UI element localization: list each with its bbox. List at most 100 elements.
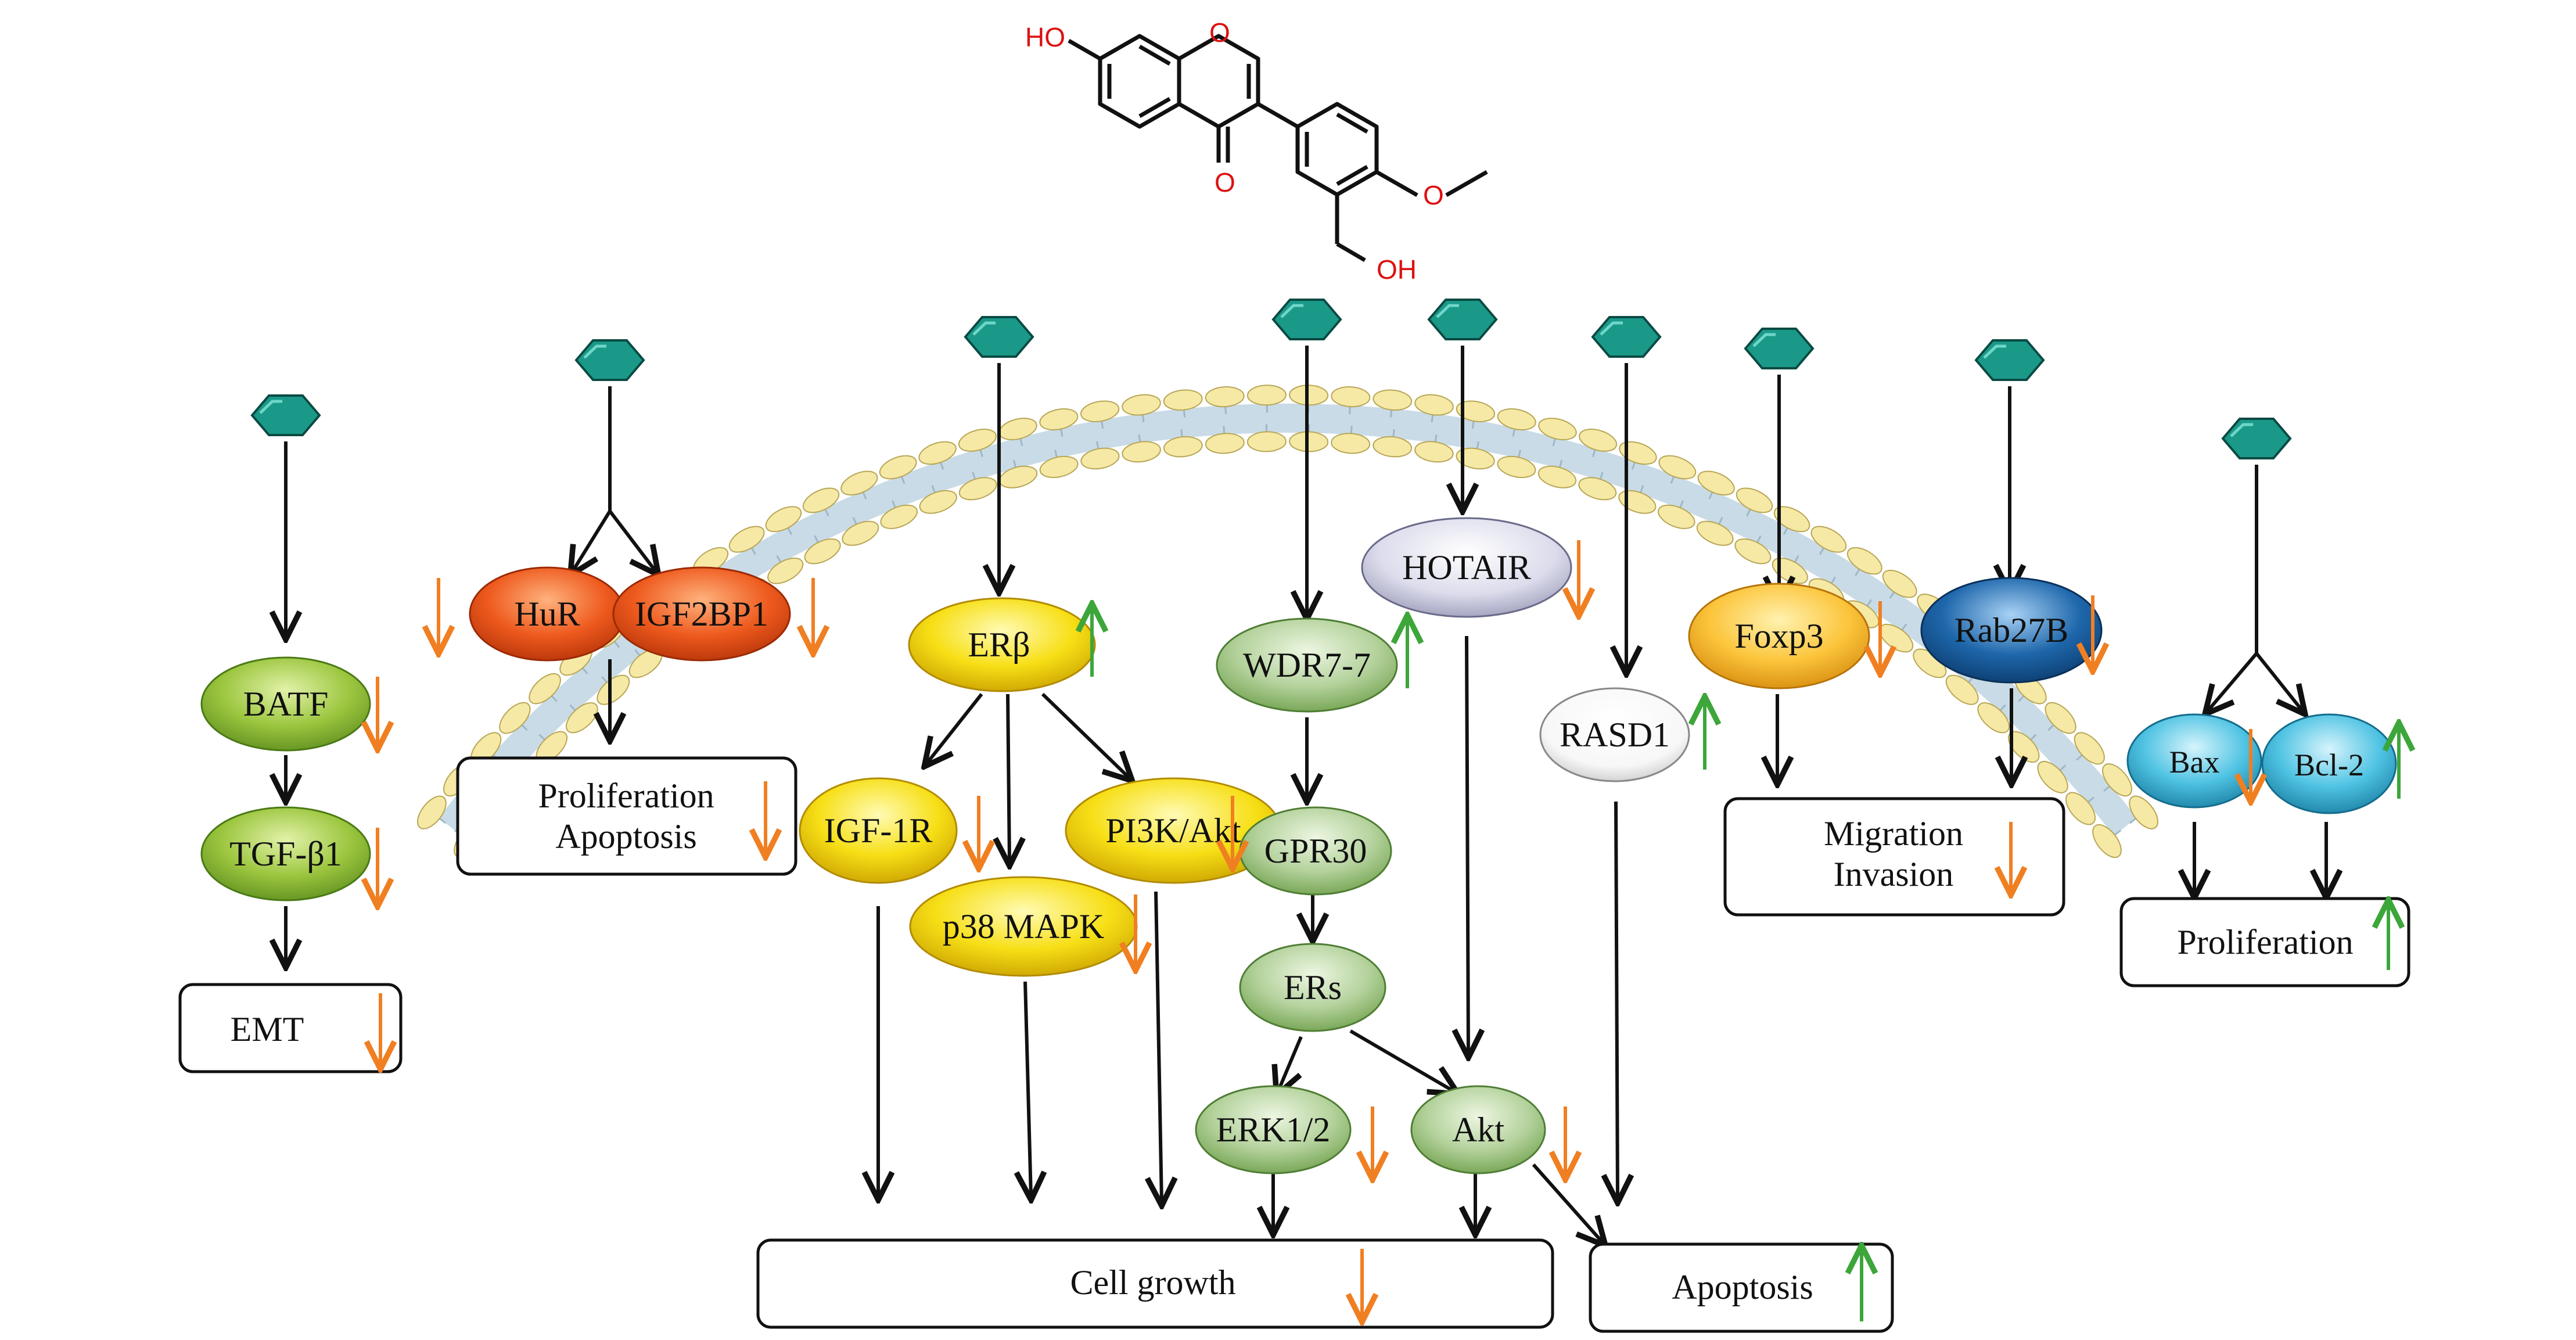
outcome-apoptosis-1: Apoptosis (555, 817, 696, 856)
regulation-indicators (378, 540, 2399, 1321)
lipid-head (958, 429, 997, 452)
node-ers (1239, 943, 1386, 1032)
arrow-erb-p38 (1008, 694, 1009, 863)
arrow-ers-akt (1349, 1029, 1455, 1092)
box-proliferation (2119, 897, 2410, 987)
hydroxyl-label-bottom: OH (1377, 254, 1417, 285)
lipid-head (1163, 389, 1203, 411)
lipid-head (1080, 400, 1120, 422)
label-hotair: HOTAIR (1402, 548, 1531, 587)
box-migration-invasion (1723, 797, 2065, 917)
outcome-migration: Migration (1824, 814, 1963, 853)
outcome-emt: EMT (231, 1010, 304, 1048)
node-igf1r (799, 777, 958, 884)
lipid-head (2037, 761, 2068, 793)
ligand-hexagon (250, 394, 321, 436)
lipid-head (1456, 447, 1495, 470)
ligand-hexagon (1427, 299, 1498, 340)
lipid-head (918, 441, 957, 465)
lipid-head (1658, 504, 1695, 529)
lipid-head (1373, 436, 1413, 458)
lipid-head (1414, 394, 1454, 416)
ligand-hexagon (1271, 299, 1342, 340)
label-igf1r: IGF-1R (824, 811, 933, 850)
lipid-head (1810, 526, 1847, 553)
lipid-head (1289, 385, 1329, 406)
ligand-group (250, 299, 2292, 459)
ligand-highlight (972, 321, 996, 336)
ligand-highlight (1983, 344, 2006, 359)
arrow-akt-apoptosis (1532, 1163, 1603, 1243)
ligand-highlight (1436, 304, 1459, 318)
node-bcl2 (2261, 713, 2397, 814)
lipid-head (1773, 506, 1810, 533)
methoxy-oxygen-label: O (1423, 180, 1444, 210)
label-tgfb1: TGF-β1 (229, 835, 342, 873)
node-rasd1 (1539, 687, 1690, 782)
arrow-split-igf2bp1 (608, 510, 656, 572)
node-rab27b (1920, 577, 2103, 684)
lipid-head (1080, 447, 1120, 470)
ligand-hexagon (1744, 328, 1815, 369)
node-tgfb1 (200, 806, 371, 901)
lipid-head (1619, 441, 1657, 465)
label-gpr30: GPR30 (1264, 832, 1367, 870)
box-apoptosis (1589, 1242, 1894, 1333)
arrow-p38-cellgrowth (1025, 981, 1031, 1197)
label-rab27b: Rab27B (1955, 611, 2069, 649)
label-rasd1: RASD1 (1560, 716, 1670, 754)
lipid-head (1696, 520, 1734, 546)
lipid-head (1945, 674, 1979, 705)
arrow-rasd1-apoptosis (1616, 801, 1618, 1199)
ligand-hexagon (2221, 418, 2292, 459)
lipid-head (1122, 441, 1161, 463)
lipid-head (842, 520, 879, 546)
lipid-head (2102, 763, 2132, 797)
label-akt: Akt (1452, 1111, 1504, 1149)
lipid-head (1039, 408, 1079, 431)
label-bax: Bax (2169, 745, 2220, 779)
ligand-highlight (2230, 423, 2253, 437)
arrow-split-bax (2207, 652, 2258, 712)
lipid-head (1246, 385, 1287, 406)
label-igf2bp1: IGF2BP1 (635, 595, 768, 633)
ligand-hexagon (1974, 339, 2045, 381)
lipid-head (417, 795, 447, 829)
lipid-head (1658, 455, 1697, 480)
lipid-head (529, 673, 561, 705)
lipid-head (1122, 394, 1161, 416)
lipid-head (840, 470, 878, 496)
ligand-hexagon (1591, 316, 1662, 358)
lipid-head (767, 557, 804, 584)
ligand-hexagon (964, 316, 1034, 358)
node-akt (1410, 1085, 1546, 1174)
lipid-head (1039, 455, 1079, 479)
outcome-proliferation: Proliferation (2177, 923, 2353, 961)
lipid-head (1846, 547, 1882, 575)
node-bax (2126, 713, 2262, 809)
lipid-head (1734, 538, 1772, 565)
lipid-head (958, 477, 997, 501)
outcome-cell-growth: Cell growth (1070, 1263, 1236, 1302)
label-erk: ERK1/2 (1216, 1111, 1331, 1149)
ligand-highlight (1752, 333, 1776, 347)
outcome-boxes (178, 756, 2410, 1333)
lipid-head (1331, 386, 1371, 408)
lipid-head (802, 487, 840, 513)
ligand-hexagon (574, 339, 645, 381)
lipid-head (804, 538, 841, 565)
lipid-head (1538, 418, 1577, 440)
outcome-invasion: Invasion (1834, 855, 1954, 893)
ring-oxygen-label: O (1209, 17, 1230, 48)
lipid-head (1736, 487, 1773, 513)
outcome-apoptosis: Apoptosis (1672, 1268, 1813, 1306)
box-emt (178, 983, 403, 1073)
lipid-head (880, 504, 918, 529)
lipid-head (565, 702, 598, 734)
arrow-erb-pi3k (1041, 692, 1130, 778)
label-hur: HuR (514, 595, 580, 633)
label-foxp3: Foxp3 (1734, 617, 1823, 655)
lipid-head (1373, 389, 1413, 411)
lipid-head (2065, 792, 2096, 825)
